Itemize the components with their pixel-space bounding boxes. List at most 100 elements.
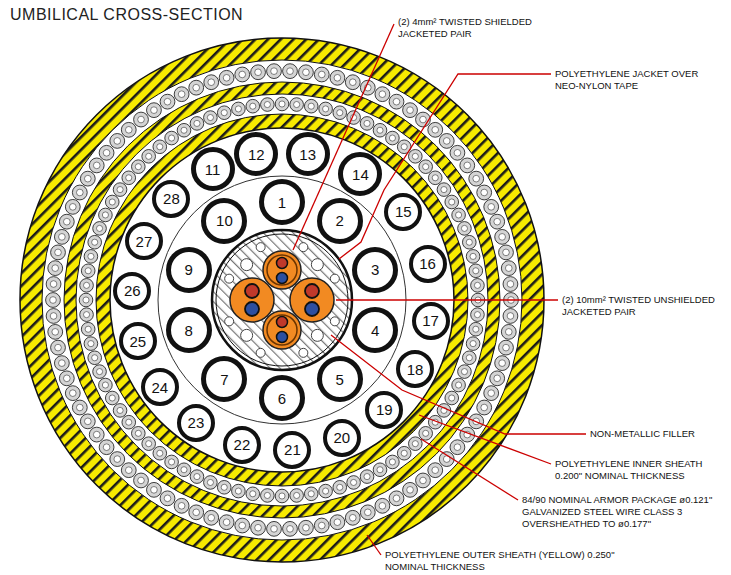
armor-wire <box>147 103 162 118</box>
armor-wire <box>409 150 423 164</box>
armor-wire-core <box>505 329 512 336</box>
leader-lines <box>293 24 586 555</box>
armor-wire-core <box>474 282 480 288</box>
conductor-ring <box>262 378 303 419</box>
armor-wire-core <box>481 404 488 411</box>
armor-wire <box>153 446 167 460</box>
armor-wire <box>386 455 400 469</box>
conductor-circle: 6 <box>259 375 305 421</box>
armor-wire-core <box>364 474 370 480</box>
conductor-ring <box>204 200 245 241</box>
armor-wire-core <box>379 502 386 509</box>
armor-wire-core <box>401 144 407 150</box>
armor-wire-core <box>412 441 418 447</box>
conductor-number: 28 <box>163 191 180 206</box>
conductor-number: 10 <box>216 213 233 228</box>
armor-wire <box>99 208 113 222</box>
armor-wire-core <box>271 68 278 75</box>
conductor-number: 23 <box>188 415 205 430</box>
armor-wire-core <box>379 91 386 98</box>
armor-wire-core <box>470 253 476 259</box>
armor-wire <box>48 324 63 339</box>
armor-wire <box>319 102 333 116</box>
armor-wire-core <box>334 519 341 526</box>
armor-wire <box>471 308 485 322</box>
callout-note: 84/90 NOMINAL ARMOR PACKAGE ø0.121" GALV… <box>522 494 722 530</box>
armor-wire <box>428 463 443 478</box>
armor-wire <box>283 521 298 536</box>
conductor-circle: 1 <box>259 179 305 225</box>
armor-wire <box>460 158 475 173</box>
armor-wire-core <box>221 484 227 490</box>
conductor-number: 8 <box>185 323 193 338</box>
armor-wire <box>65 199 80 214</box>
callout-note: POLYETHYLENE JACKET OVER NEO-NYLON TAPE <box>555 68 715 92</box>
armor-wire <box>299 520 314 535</box>
armor-wire-core <box>473 268 479 274</box>
armor-wire-core <box>181 467 187 473</box>
conductor-circle: 18 <box>396 350 434 388</box>
armor-wire <box>59 214 74 229</box>
conductor-ring <box>341 155 380 194</box>
armor-wire <box>99 378 113 392</box>
armor-wire <box>330 515 345 530</box>
conductor-circle: 3 <box>352 247 398 293</box>
conductor-ring <box>179 406 213 440</box>
armor-wire-core <box>59 360 66 367</box>
armor-wire-core <box>407 107 414 114</box>
conductor-number: 13 <box>299 147 316 162</box>
conductor-number: 21 <box>284 442 301 457</box>
armor-wire <box>275 489 289 503</box>
conductor-ring <box>414 304 448 338</box>
conductor-circle: 25 <box>119 322 157 360</box>
armor-wire-core <box>364 120 370 126</box>
armor-wire <box>48 261 63 276</box>
conductor-circle: 8 <box>166 307 212 353</box>
conductor-ring <box>154 182 188 216</box>
armor-wire <box>304 487 318 501</box>
armor-wire-core <box>393 495 400 502</box>
conductor-ring <box>355 310 396 351</box>
armor-wire <box>373 123 387 137</box>
armor-wire <box>110 134 125 149</box>
armor-wire-core <box>377 127 383 133</box>
armor-wire <box>333 480 347 494</box>
armor-wire <box>217 106 231 120</box>
conductor-circle: 21 <box>273 431 311 469</box>
armor-wire <box>165 131 179 145</box>
armor-wire-core <box>221 110 227 116</box>
armor-wire-core <box>308 103 314 109</box>
conductor-ring <box>193 150 232 189</box>
armor-wire <box>113 404 127 418</box>
armor-wire-core <box>164 98 171 105</box>
filler-strand <box>311 329 323 341</box>
armor-wire <box>499 245 514 260</box>
armor-wire-core <box>114 138 121 145</box>
armor-wire <box>466 250 480 264</box>
diagram-title: UMBILICAL CROSS-SECTION <box>10 6 243 24</box>
armor-wire <box>113 183 127 197</box>
conductor-number: 3 <box>371 262 379 277</box>
armor-wire-core <box>103 149 110 156</box>
armor-wire <box>84 250 98 264</box>
armor-wire-core <box>50 297 57 304</box>
armor-wire-core <box>308 491 314 497</box>
armor-wire <box>445 195 459 209</box>
armor-wire-core <box>250 491 256 497</box>
armor-wire-core <box>208 514 215 521</box>
armor-wire-core <box>349 514 356 521</box>
armor-wire <box>484 199 499 214</box>
armor-wire <box>261 98 275 112</box>
armor-wire <box>88 235 102 249</box>
conductor-circle: 12 <box>234 132 278 176</box>
armor-wire <box>314 67 329 82</box>
armor-wire-core <box>135 430 141 436</box>
armor-wire <box>375 498 390 513</box>
armor-wire-core <box>423 164 429 170</box>
armor-wire-core <box>93 431 100 438</box>
armor-wire <box>134 473 149 488</box>
armor-wire <box>105 391 119 405</box>
armor-wire-core <box>337 110 343 116</box>
armor-wire <box>177 463 191 477</box>
armor-wire <box>189 80 204 95</box>
